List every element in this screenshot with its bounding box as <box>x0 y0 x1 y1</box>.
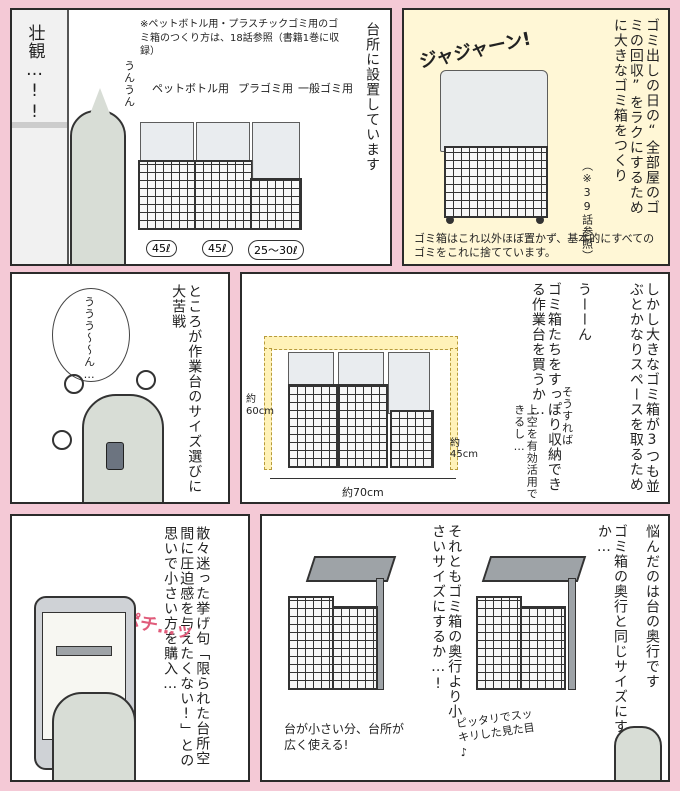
note-right-option: ピッタリでスッキリした見た目♪ <box>455 707 536 759</box>
phone-icon <box>106 442 124 470</box>
panel-5: 散々迷った挙げ句「限られた台所空間に圧迫感を与えたくない!」との思いで小さい方を… <box>10 514 250 782</box>
mumble-text: うんうん <box>122 60 136 108</box>
panel-6: 悩んだのは台の奥行です ゴミ箱の奥行と同じサイズにするか… それともゴミ箱の奥行… <box>260 514 670 782</box>
wheel <box>446 216 454 224</box>
trash-bin <box>390 410 434 468</box>
window-sill <box>12 122 67 128</box>
panel-3: ううう〜〜ん… ところが作業台のサイズ選びに大苦戦 <box>10 272 230 504</box>
caption-same-size: ゴミ箱の奥行と同じサイズにするか… <box>595 524 628 749</box>
tangle-icon <box>136 370 156 390</box>
caption-space: しかし大きなゴミ箱が3つも並ぶとかなりスペースを取るため <box>627 282 660 494</box>
table-outline <box>264 336 458 350</box>
trash-bin-45l-2 <box>194 160 254 230</box>
size-label-1: 45ℓ <box>146 240 177 257</box>
size-label-2: 45ℓ <box>202 240 233 257</box>
trash-bag <box>388 352 430 414</box>
caption-hmm: うーーん <box>576 282 592 342</box>
trash-bin <box>288 384 338 468</box>
product-table-image <box>56 646 112 656</box>
panel-4: しかし大きなゴミ箱が3つも並ぶとかなりスペースを取るため うーーん ゴミ箱たちを… <box>240 272 670 504</box>
label-pet-bottle: ペットボトル用 <box>152 82 229 95</box>
fox-character <box>70 110 126 264</box>
shout-text: 壮観…!! <box>24 24 45 123</box>
caption-installed: 台所に設置しています <box>364 22 381 172</box>
trash-bin <box>520 606 566 690</box>
aside-use-space: 上空を有効活用できるし… <box>512 404 539 500</box>
caption-big-bin: ゴミ出しの日の“全部屋のゴミの回収”をラクにするために大きなゴミ箱をつくり <box>611 18 660 215</box>
fox-hand <box>52 692 136 780</box>
trash-bin-small <box>250 178 302 230</box>
trash-bag-1 <box>140 122 194 166</box>
dimension-arrow <box>270 478 456 479</box>
thought-bubble <box>52 288 130 382</box>
caption-buy-table: ゴミ箱たちをすっぽり収納できる作業台を買うか… <box>529 282 562 492</box>
trash-bin <box>332 606 378 690</box>
panel-2: ゴミ出しの日の“全部屋のゴミの回収”をラクにするために大きなゴミ箱をつくり （※… <box>402 8 670 266</box>
reference-note: （※39話参照） <box>580 160 594 262</box>
bottom-note: ゴミ箱はこれ以外ほぼ置かず、基本的にすべてのゴミをこれに捨てています。 <box>414 232 655 260</box>
caption-smaller-size: それともゴミ箱の奥行より小さいサイズにするか…! <box>430 524 463 719</box>
tangle-icon <box>64 374 84 394</box>
table-leg <box>450 348 458 470</box>
fox-character-small <box>614 726 662 780</box>
window-frame <box>12 10 69 264</box>
table-leg <box>568 578 576 690</box>
caption-depth: 悩んだのは台の奥行です <box>644 524 660 689</box>
big-trash-bin <box>444 146 548 218</box>
trash-bag <box>288 352 334 390</box>
size-label-3: 25〜30ℓ <box>248 240 304 260</box>
trash-bin <box>288 596 334 690</box>
label-general: 一般ゴミ用 <box>298 82 353 95</box>
caption-struggle: ところが作業台のサイズ選びに大苦戦 <box>170 284 203 494</box>
dimension-width: 約70cm <box>342 486 384 499</box>
panel-1: 壮観…!! うんうん ※ペットボトル用・プラスチックゴミ用のゴミ箱のつくり方は、… <box>10 8 392 266</box>
trash-bin-45l-1 <box>138 160 198 230</box>
trash-bin <box>476 596 522 690</box>
note-left-option: 台が小さい分、台所が広く使える! <box>284 722 405 752</box>
thought-text: ううう〜〜ん… <box>82 296 96 382</box>
note-text: ※ペットボトル用・プラスチックゴミ用のゴミ箱のつくり方は、18話参照（書籍1巻に… <box>140 19 340 57</box>
big-bin-bag <box>440 70 548 152</box>
label-plastic: プラゴミ用 <box>238 82 293 95</box>
fox-ear <box>90 88 110 114</box>
aside-then: そうすれば <box>560 386 574 446</box>
dimension-depth: 約45cm <box>450 438 478 460</box>
sfx-jajaan: ジャジャーン! <box>417 28 533 73</box>
wheel <box>536 216 544 224</box>
tangle-icon <box>52 430 72 450</box>
caption-purchase: 散々迷った挙げ句「限られた台所空間に圧迫感を与えたくない!」との思いで小さい方を… <box>162 526 211 768</box>
trash-bag-2 <box>196 122 250 166</box>
trash-bin <box>338 384 388 468</box>
dimension-height: 約60cm <box>246 394 274 417</box>
trash-bag-3 <box>252 122 300 184</box>
table-leg <box>264 348 272 470</box>
